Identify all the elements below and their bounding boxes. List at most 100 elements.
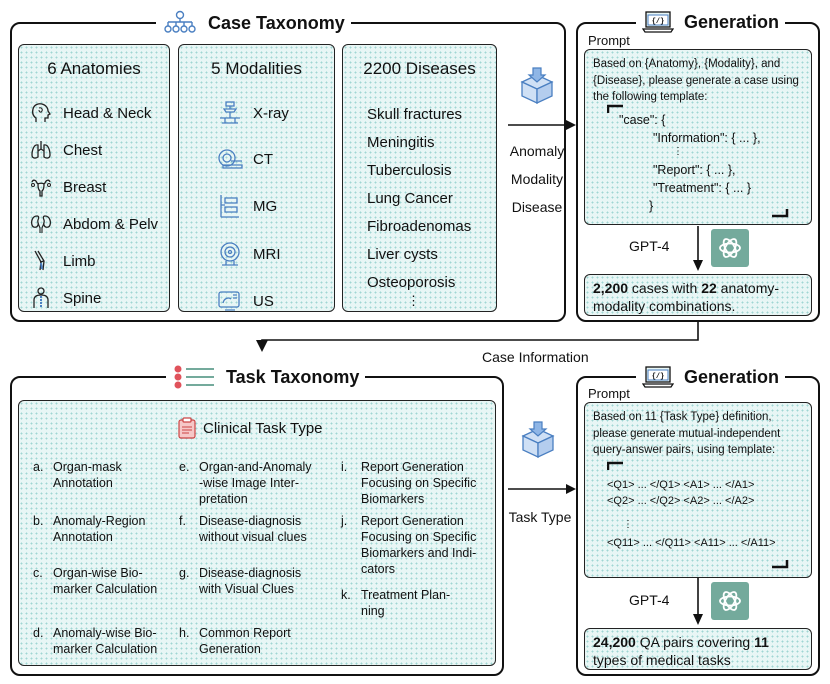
anatomy-label: Abdom & Pelv [63, 215, 159, 233]
list-icon [174, 365, 214, 389]
task-key: g. [179, 566, 190, 580]
task-item: b.Anomaly-Region Annotation [33, 513, 145, 545]
result-text-part: QA pairs covering [635, 634, 755, 650]
modality-label: CT [253, 150, 273, 168]
result-text-bottom: 24,200 QA pairs covering 11 types of med… [593, 633, 803, 669]
ultrasound-icon [218, 291, 240, 311]
arrow-down-bottom [693, 578, 703, 625]
gpt4-label-bottom: GPT-4 [629, 592, 670, 608]
prompt-text-bottom: Based on 11 {Task Type} definition, plea… [593, 411, 781, 456]
task-text: Organ-and-Anomaly -wise Image Inter- pre… [199, 460, 312, 506]
diseases-header: 2200 Diseases [363, 59, 476, 78]
clipboard-icon [178, 417, 196, 439]
anatomy-label: Chest [63, 141, 103, 159]
template-line: <Q1> ... </Q1> <A1> ... </A1> [607, 479, 755, 491]
modality-label: X-ray [253, 104, 289, 122]
task-key: j. [341, 514, 348, 528]
limb-icon [34, 250, 45, 271]
code-laptop-icon: {/} [642, 366, 674, 388]
task-text: Organ-wise Bio- marker Calculation [53, 566, 158, 596]
generation-top-title-text: Generation [684, 11, 780, 32]
anatomy-label: Limb [63, 252, 96, 270]
kidneys-icon [31, 215, 51, 233]
modality-item: US [217, 288, 274, 314]
modalities-box: 5 Modalities X-ray CT MG MRI US [178, 44, 335, 312]
qa-count: 24,200 [593, 634, 636, 650]
template-line: "Report": { ... }, [653, 163, 736, 177]
task-item: c. Organ-wise Bio- marker Calculation [33, 565, 157, 597]
uterus-icon [31, 179, 51, 197]
xray-machine-icon [220, 101, 240, 124]
anatomy-item: Chest [29, 138, 102, 162]
template-corner-bottom-right [772, 560, 789, 569]
task-item: d.Anomaly-wise Bio- marker Calculation [33, 625, 157, 657]
anatomy-item: Breast [29, 175, 106, 199]
case-taxonomy-title-text: Case Taxonomy [208, 13, 345, 33]
task-item: a.Organ-mask Annotation [33, 459, 122, 491]
case-information-label: Case Information [482, 349, 589, 365]
anatomy-label: Breast [63, 178, 107, 196]
head-icon [31, 103, 51, 122]
generation-top-title: {/} Generation [636, 9, 786, 35]
prompt-label-top: Prompt [588, 33, 630, 48]
code-laptop-icon: {/} [642, 11, 674, 33]
anatomy-item: Head & Neck [29, 101, 151, 125]
mammography-icon [220, 195, 239, 218]
hierarchy-icon [164, 10, 196, 33]
result-text-part: types of medical tasks [593, 652, 731, 668]
template-line: <Q11> ... </Q11> <A11> ... </A11> [607, 537, 776, 549]
task-key: c. [33, 566, 43, 580]
arrow-down-top [693, 226, 703, 271]
modality-item: MG [217, 193, 277, 219]
disease-item: Tuberculosis [367, 162, 452, 179]
prompt-box-top: Based on {Anatomy}, {Modality}, and {Dis… [584, 49, 812, 225]
task-taxonomy-title: Task Taxonomy [166, 364, 366, 390]
disease-item: Liver cysts [367, 246, 438, 263]
anatomy-label: Head & Neck [63, 104, 152, 122]
svg-text:{/}: {/} [652, 373, 665, 381]
combination-count: 22 [701, 280, 717, 296]
generation-bottom-title-text: Generation [684, 366, 780, 387]
openai-logo-icon [711, 582, 749, 620]
anatomies-box: 6 Anatomies Head & Neck Chest Breast Abd… [18, 44, 170, 312]
template-line: ⋮ [673, 146, 683, 157]
task-key: d. [33, 626, 44, 640]
lungs-icon [31, 141, 51, 159]
task-item: i.Report Generation Focusing on Specific… [341, 459, 476, 507]
task-item: e. Organ-and-Anomaly -wise Image Inter- p… [179, 459, 312, 507]
template-corner-bottom-right [772, 209, 789, 218]
dataset-box-icon [521, 421, 555, 459]
task-item: j. Report Generation Focusing on Specific… [341, 513, 476, 577]
anatomy-item: Limb [29, 249, 96, 273]
template-line: "case": { [619, 113, 666, 127]
clinical-task-header: Clinical Task Type [177, 417, 323, 439]
result-text-part: cases with [628, 280, 702, 296]
task-key: e. [179, 460, 190, 474]
spine-icon [33, 287, 49, 308]
gpt4-label-top: GPT-4 [629, 238, 670, 254]
modality-item: CT [217, 146, 273, 172]
prompt-box-bottom: Based on 11 {Task Type} definition, plea… [584, 402, 812, 578]
prompt-label-bottom: Prompt [588, 386, 630, 401]
case-count: 2,200 [593, 280, 629, 296]
result-text-top: 2,200 cases with 22 anatomy-modality com… [593, 279, 803, 315]
task-item: k.Treatment Plan- ning [341, 587, 450, 619]
case-taxonomy-title: Case Taxonomy [156, 10, 351, 36]
disease-item: Fibroadenomas [367, 218, 472, 235]
modalities-header: 5 Modalities [211, 59, 302, 78]
clinical-task-box: Clinical Task Type a.Organ-mask Annotati… [18, 400, 496, 666]
ct-scanner-icon [218, 149, 243, 169]
dataset-box-icon [520, 67, 554, 105]
task-key: a. [33, 460, 44, 474]
modality-item: MRI [217, 241, 281, 267]
task-text: Anomaly-Region Annotation [53, 514, 146, 544]
task-type-label: Task Type [508, 509, 572, 525]
result-box-top: 2,200 cases with 22 anatomy-modality com… [584, 274, 812, 316]
result-text-part: anatomy-modality combinations. [593, 280, 780, 314]
task-text: Report Generation Focusing on Specific B… [361, 514, 477, 576]
anatomy-item: Abdom & Pelv [29, 212, 158, 236]
template-line: <Q2> ... </Q2> <A2> ... </A2> [607, 495, 755, 507]
task-key: f. [179, 514, 186, 528]
task-item: f.Disease-diagnosis without visual clues [179, 513, 307, 545]
task-key: h. [179, 626, 190, 640]
